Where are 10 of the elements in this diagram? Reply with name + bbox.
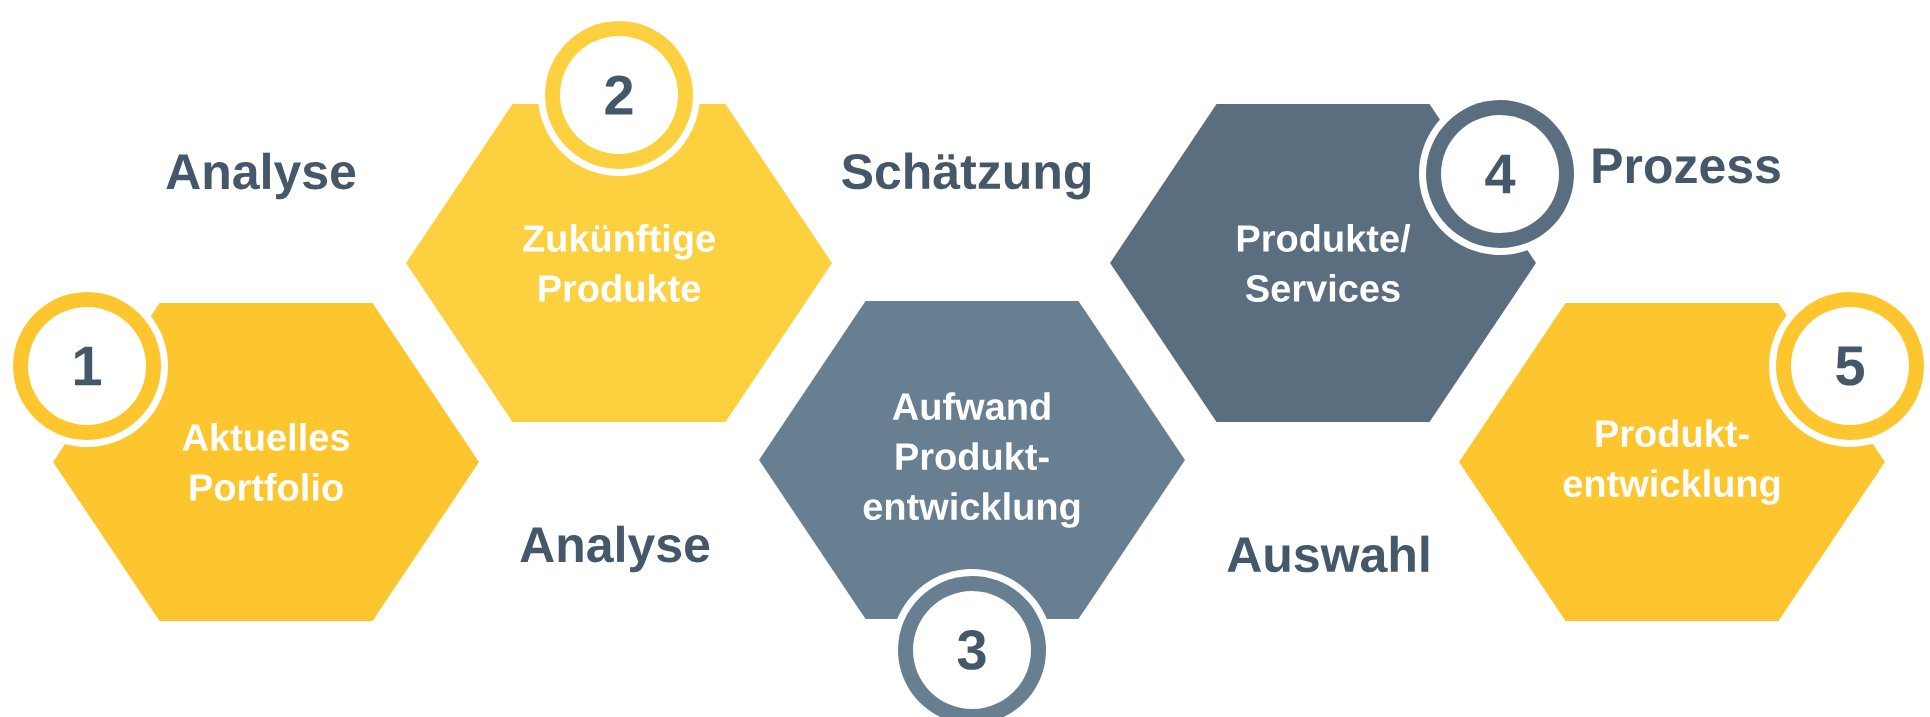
node-label: 1	[74, 346, 102, 386]
node-label: 4	[1485, 154, 1516, 194]
label: Prozess	[1593, 148, 1780, 184]
label: Analyse	[520, 525, 710, 573]
node-label: 5	[1836, 346, 1865, 386]
label: Auswahl	[1227, 535, 1429, 573]
hexagon: Aufwand Produkt- entwicklung	[759, 301, 1185, 619]
label: Schätzung	[842, 152, 1091, 200]
node-label: 3	[957, 630, 986, 670]
label: Analyse	[166, 152, 356, 200]
